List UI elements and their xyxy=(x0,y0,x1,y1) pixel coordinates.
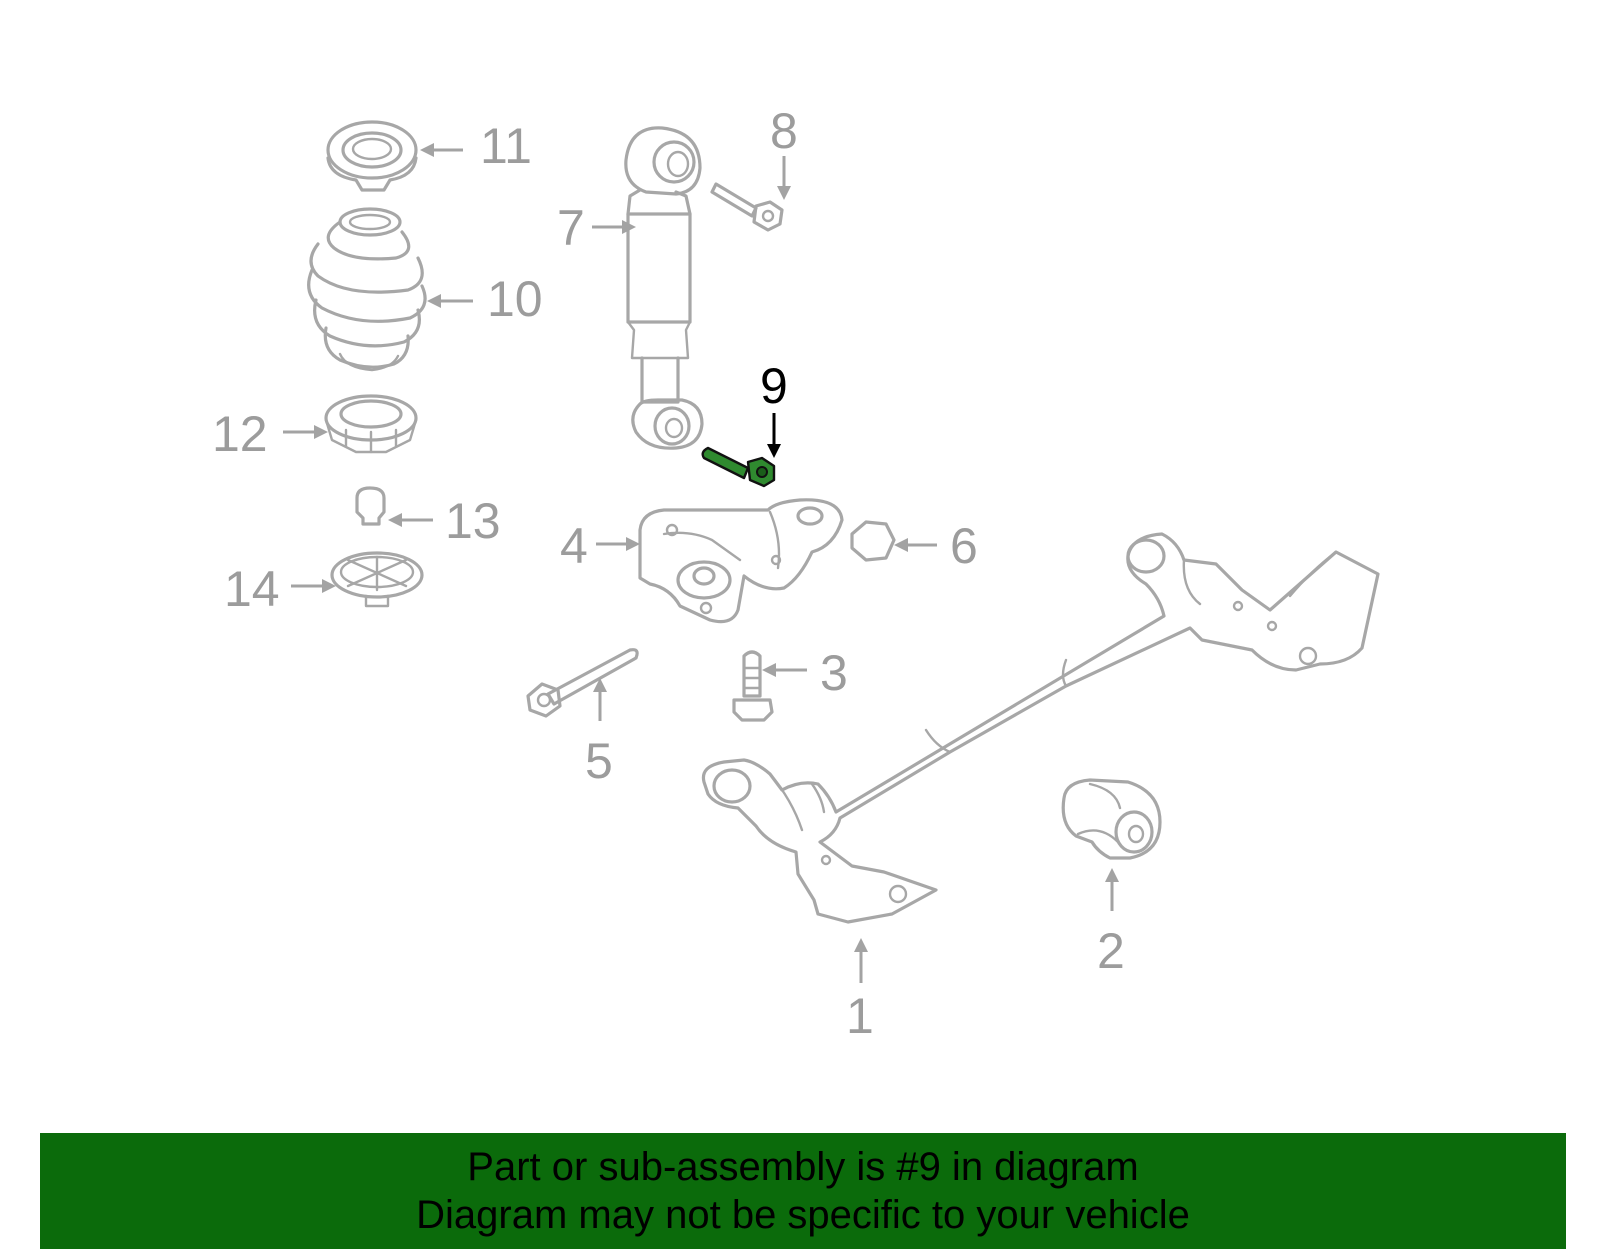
callout-5: 5 xyxy=(585,733,613,789)
callout-9: 9 xyxy=(760,358,788,414)
callout-8: 8 xyxy=(770,103,798,159)
leader-2 xyxy=(1105,868,1119,911)
leader-14 xyxy=(291,579,336,593)
leader-7 xyxy=(592,220,636,234)
callout-6: 6 xyxy=(950,518,978,574)
part-7-shock-absorber xyxy=(624,126,704,450)
callout-2: 2 xyxy=(1097,923,1125,979)
part-8-upper-bolt xyxy=(710,182,784,232)
leader-11 xyxy=(420,143,463,157)
part-11-upper-insulator xyxy=(326,120,418,192)
part-10-coil-spring xyxy=(307,207,427,372)
leader-1 xyxy=(854,938,868,983)
leader-13 xyxy=(388,513,433,527)
banner-line-disclaimer: Diagram may not be specific to your vehi… xyxy=(416,1193,1190,1237)
part-14-mount-plate xyxy=(330,551,424,608)
callout-14: 14 xyxy=(224,561,280,617)
callout-3: 3 xyxy=(820,645,848,701)
leader-10 xyxy=(427,294,473,308)
leader-5 xyxy=(593,678,607,721)
part-13-bump-stop xyxy=(355,486,386,526)
callout-4: 4 xyxy=(560,518,588,574)
part-5-long-bolt xyxy=(526,648,639,718)
callout-7: 7 xyxy=(557,200,585,256)
part-2-bushing xyxy=(1061,778,1162,860)
part-12-lower-insulator xyxy=(324,394,418,454)
leader-12 xyxy=(283,425,328,439)
callout-1: 1 xyxy=(846,988,874,1044)
callout-12: 12 xyxy=(212,406,268,462)
leader-6 xyxy=(894,538,937,552)
callout-10: 10 xyxy=(487,271,543,327)
leader-3 xyxy=(762,663,807,677)
callout-11: 11 xyxy=(480,118,532,174)
part-9-lower-bolt xyxy=(701,446,776,488)
parts-diagram: 11 10 12 13 14 7 8 9 4 6 5 3 1 2 xyxy=(212,103,1380,1044)
part-4-bracket xyxy=(638,498,844,624)
leader-9 xyxy=(767,413,781,458)
callout-13: 13 xyxy=(445,493,501,549)
part-1-axle-beam xyxy=(701,532,1380,924)
part-3-short-bolt xyxy=(732,650,774,722)
leader-4 xyxy=(596,537,640,551)
banner-line-part: Part or sub-assembly is #9 in diagram xyxy=(467,1145,1139,1189)
part-6-nut xyxy=(850,520,896,562)
leader-8 xyxy=(777,156,791,200)
info-banner: Part or sub-assembly is #9 in diagram Di… xyxy=(40,1133,1566,1249)
